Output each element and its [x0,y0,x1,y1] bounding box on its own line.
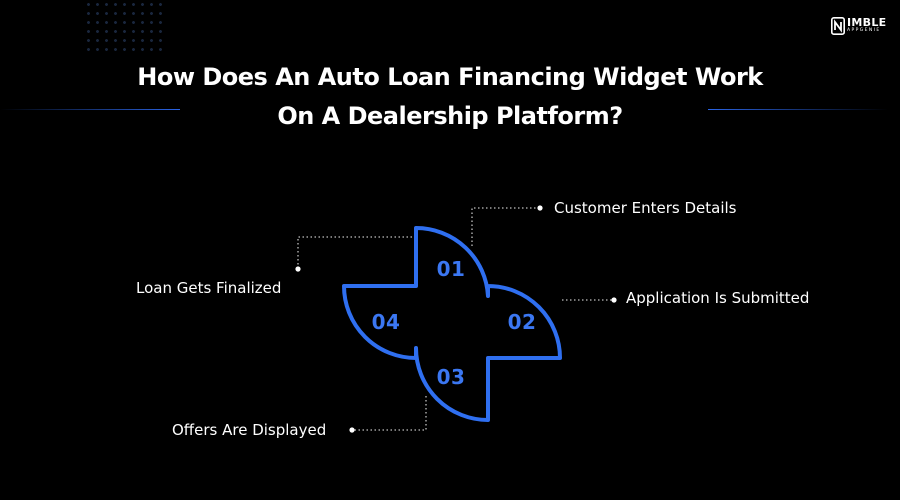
connector-01 [471,207,540,246]
brand-logo: IMBLE APPGENIE [831,17,886,39]
title-line-1: How Does An Auto Loan Financing Widget W… [137,63,763,91]
brand-name: IMBLE [847,16,887,29]
step-label-02: Application Is Submitted [626,289,810,307]
connector-04 [297,236,412,269]
brand-tagline: APPGENIE [847,28,881,33]
title-rule-left [0,109,180,110]
brand-n-icon [831,17,845,35]
connector-dot-02 [611,297,617,303]
step-label-04: Loan Gets Finalized [136,279,282,297]
petal-shape-outline [342,225,562,422]
connector-dot-03 [349,427,355,433]
step-number-03: 03 [436,365,466,389]
connector-03 [352,396,427,431]
step-label-01: Customer Enters Details [554,199,737,217]
step-number-02: 02 [507,310,537,334]
step-number-01: 01 [436,257,466,281]
step-label-03: Offers Are Displayed [172,421,327,439]
page-title: How Does An Auto Loan Financing Widget W… [0,58,900,136]
title-rule-right [708,109,888,110]
connector-dot-04 [295,266,301,272]
title-line-2: On A Dealership Platform? [277,102,623,130]
connector-dot-01 [537,205,543,211]
dot-grid-decoration [84,0,164,56]
step-number-04: 04 [371,310,401,334]
